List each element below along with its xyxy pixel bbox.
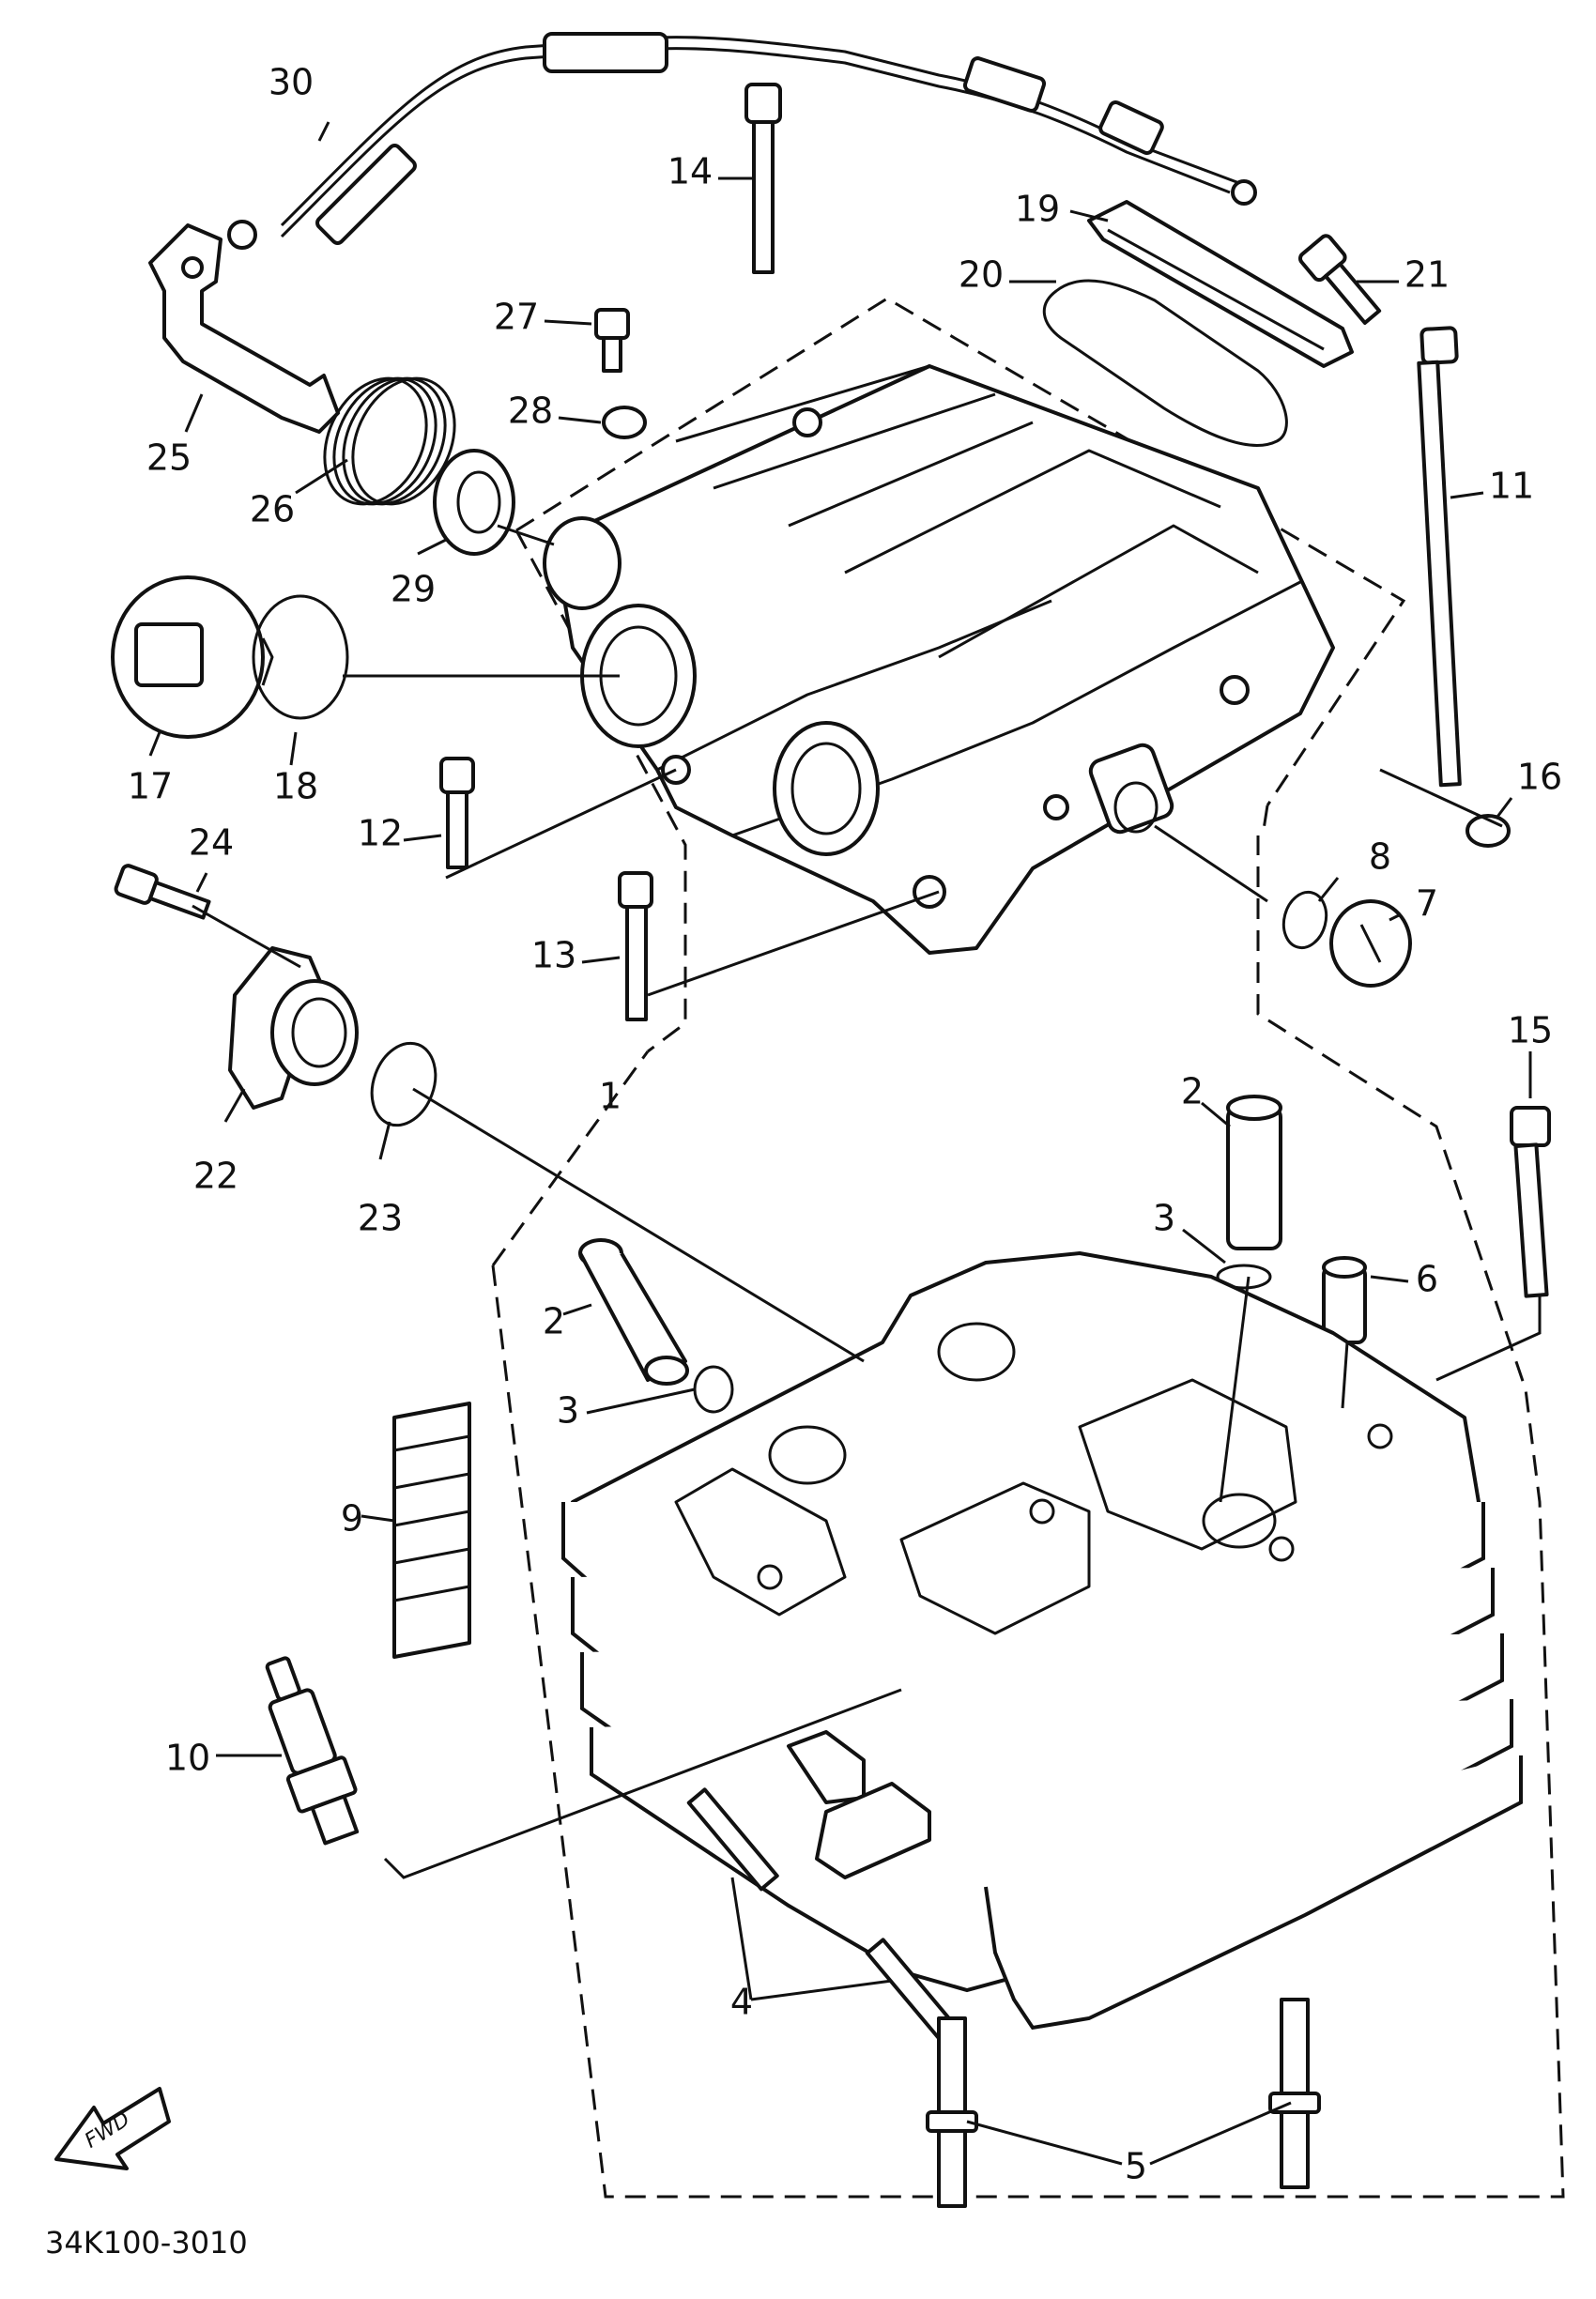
cable-adjuster	[543, 32, 668, 73]
callout-3-upper: 3	[1153, 1198, 1175, 1239]
callout-20: 20	[959, 254, 1004, 296]
spring-26	[323, 376, 456, 506]
washer-28	[602, 406, 647, 439]
stud-4-left	[686, 1787, 779, 1892]
bolt-14-shank	[752, 120, 775, 274]
cable-end-fitting	[962, 56, 1047, 113]
valve-guide-2-left	[578, 1238, 689, 1386]
cable-end-nipple	[1231, 179, 1257, 206]
bolt-24	[114, 864, 211, 920]
cable-sleeve	[1098, 100, 1164, 156]
bolt-15-head	[1510, 1106, 1551, 1147]
decompression-cable-assembly	[148, 32, 1257, 556]
o-ring-20	[1042, 279, 1288, 447]
callout-19: 19	[1015, 189, 1060, 230]
bolt-13-head	[618, 871, 653, 909]
callout-23: 23	[358, 1198, 403, 1239]
callout-10: 10	[165, 1738, 210, 1779]
callout-21: 21	[1404, 254, 1450, 296]
oil-seal-29	[433, 449, 515, 556]
diagram-code: 34K100-3010	[45, 2225, 248, 2261]
callout-5: 5	[1125, 2146, 1147, 2187]
cylinder-head	[561, 1251, 1523, 2031]
callout-7: 7	[1416, 883, 1438, 925]
clip-3-left	[693, 1365, 734, 1414]
callout-3-lower: 3	[557, 1390, 579, 1432]
clip-3-right	[1216, 1264, 1272, 1290]
stud-5-right	[1268, 1998, 1321, 2189]
callout-26: 26	[250, 489, 295, 530]
callout-4: 4	[730, 1982, 753, 2023]
leader-lines	[148, 121, 1542, 2166]
callout-27: 27	[494, 297, 539, 338]
callout-28: 28	[508, 391, 553, 432]
callout-25: 25	[146, 437, 192, 479]
bolt-11-head	[1420, 326, 1459, 365]
callout-30: 30	[269, 62, 314, 103]
cylinder-head-cover-1	[543, 364, 1335, 955]
callout-18: 18	[273, 766, 318, 807]
callout-2-upper: 2	[1181, 1071, 1204, 1112]
bolt-27-head	[594, 308, 630, 340]
valve-cover-plate-19	[1087, 200, 1354, 368]
callout-13: 13	[531, 935, 576, 976]
bolt-11-shank	[1417, 360, 1462, 788]
bolt-14-head	[744, 83, 782, 124]
callout-14: 14	[668, 151, 713, 192]
callout-1: 1	[599, 1076, 622, 1117]
callout-numbers: 30 14 19 21 20 27 11 25 28 26 29 17 18 1…	[128, 62, 1562, 2187]
valve-guide-2-right	[1226, 1095, 1282, 1250]
lower-head-boundary	[491, 835, 1565, 2199]
cover-bore-right	[773, 721, 880, 856]
callout-6: 6	[1416, 1259, 1438, 1300]
plug-7	[1329, 899, 1412, 988]
cable-nut	[227, 220, 257, 250]
callout-29: 29	[391, 569, 436, 610]
callout-9: 9	[341, 1498, 363, 1540]
callout-2-lower: 2	[543, 1301, 565, 1342]
callout-16: 16	[1517, 757, 1562, 798]
part-6	[1322, 1256, 1367, 1344]
callout-24: 24	[189, 822, 234, 864]
upper-fasteners	[114, 83, 1551, 1298]
fwd-arrow-icon: FWD	[54, 2087, 171, 2170]
bolt-12-head	[439, 757, 475, 794]
decomp-lever-25	[148, 223, 340, 434]
o-ring-23	[370, 1041, 437, 1127]
callout-17: 17	[128, 766, 173, 807]
callout-22: 22	[193, 1156, 238, 1197]
spark-plug-10	[265, 1656, 360, 1846]
callout-15: 15	[1508, 1010, 1553, 1051]
callout-8: 8	[1369, 836, 1391, 878]
callout-12: 12	[358, 813, 403, 854]
holder-22	[228, 946, 359, 1110]
o-ring-8	[1281, 890, 1328, 950]
callout-11: 11	[1489, 466, 1534, 507]
part-9	[392, 1402, 471, 1659]
bolt-21	[1297, 234, 1382, 325]
cable-thread-end	[315, 144, 417, 245]
o-ring-18	[252, 594, 349, 720]
cap-17	[111, 575, 274, 739]
stud-5-left	[926, 2016, 978, 2208]
